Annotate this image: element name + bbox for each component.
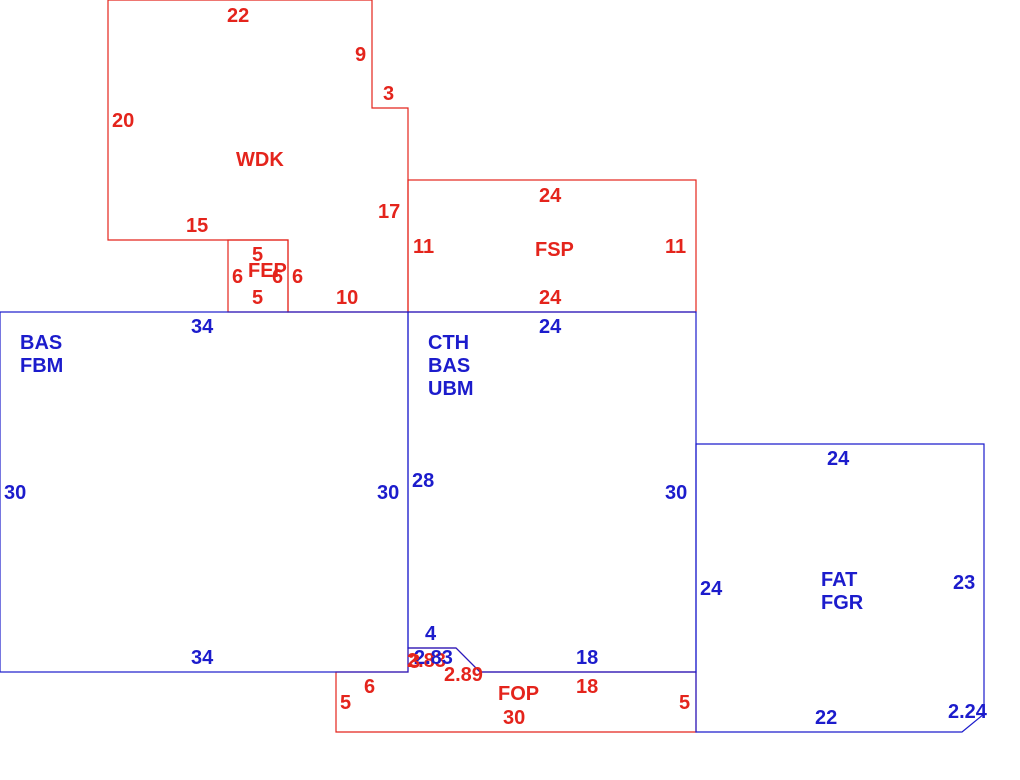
- fep-dim-right: 6: [292, 266, 303, 288]
- fop-dim-left: 5: [340, 692, 351, 714]
- fop-dim-bottom: 30: [503, 707, 525, 729]
- bas-left-dim-bottom: 34: [191, 647, 214, 669]
- fsp-dim-top: 24: [539, 185, 562, 207]
- cth-dim-right: 30: [665, 482, 687, 504]
- fop-dim-right: 5: [679, 692, 690, 714]
- fsp-dim-left: 11: [413, 236, 434, 258]
- fat-dim-top: 24: [827, 448, 850, 470]
- fep-code: FEP: [248, 260, 287, 282]
- wdk-dim-top: 22: [227, 5, 249, 27]
- cth-outline: [407, 311, 697, 673]
- fsp-dim-bottom: 24: [539, 287, 562, 309]
- bas-left-code-1: BAS: [20, 332, 62, 354]
- fat-code-1: FAT: [821, 569, 857, 591]
- cth-dim-notch: 4: [425, 623, 437, 645]
- wdk-dim-left: 20: [112, 110, 134, 132]
- fop-dim-top-left: 6: [364, 676, 375, 698]
- cth-dim-left: 28: [412, 470, 434, 492]
- wdk-dim-bottom-left: 15: [186, 215, 208, 237]
- bas-left-dim-left: 30: [4, 482, 26, 504]
- fsp-code: FSP: [535, 239, 574, 261]
- fat-dim-corner: 2.24: [948, 701, 988, 723]
- cth-dim-bottom: 18: [576, 647, 598, 669]
- fsp-dim-right: 11: [665, 236, 686, 258]
- overlap-dim-a: 2.83: [407, 650, 446, 672]
- wdk-dim-bottom-right: 10: [336, 287, 358, 309]
- cth-code-1: CTH: [428, 332, 469, 354]
- fep-dim-bottom: 5: [252, 287, 263, 309]
- overlap-dim-c: 3: [409, 651, 420, 673]
- fep-dim-top: 5: [252, 244, 263, 266]
- fat-dim-left: 24: [700, 578, 723, 600]
- bas-left-dim-top: 34: [191, 316, 214, 338]
- fop-dim-top-right: 18: [576, 676, 598, 698]
- fat-dim-bottom: 22: [815, 707, 837, 729]
- wdk-dim-step: 3: [383, 83, 394, 105]
- overlap-dim-b: 2.83: [414, 647, 453, 669]
- fop-dim-diagonal: 2.89: [444, 664, 483, 686]
- fop-code: FOP: [498, 683, 539, 705]
- bas-left-code-2: FBM: [20, 355, 63, 377]
- fat-outline: [695, 443, 985, 733]
- cth-code-3: UBM: [428, 378, 474, 400]
- wdk-code: WDK: [236, 149, 284, 171]
- bas-left-dim-right: 30: [377, 482, 399, 504]
- cth-dim-top: 24: [539, 316, 562, 338]
- fat-dim-right: 23: [953, 572, 975, 594]
- wdk-dim-upper-right: 9: [355, 44, 366, 66]
- fep-dim-inner: 6: [272, 266, 283, 288]
- fat-code-2: FGR: [821, 592, 864, 614]
- wdk-dim-right: 17: [378, 201, 400, 223]
- cth-code-2: BAS: [428, 355, 470, 377]
- fep-dim-left: 6: [232, 266, 243, 288]
